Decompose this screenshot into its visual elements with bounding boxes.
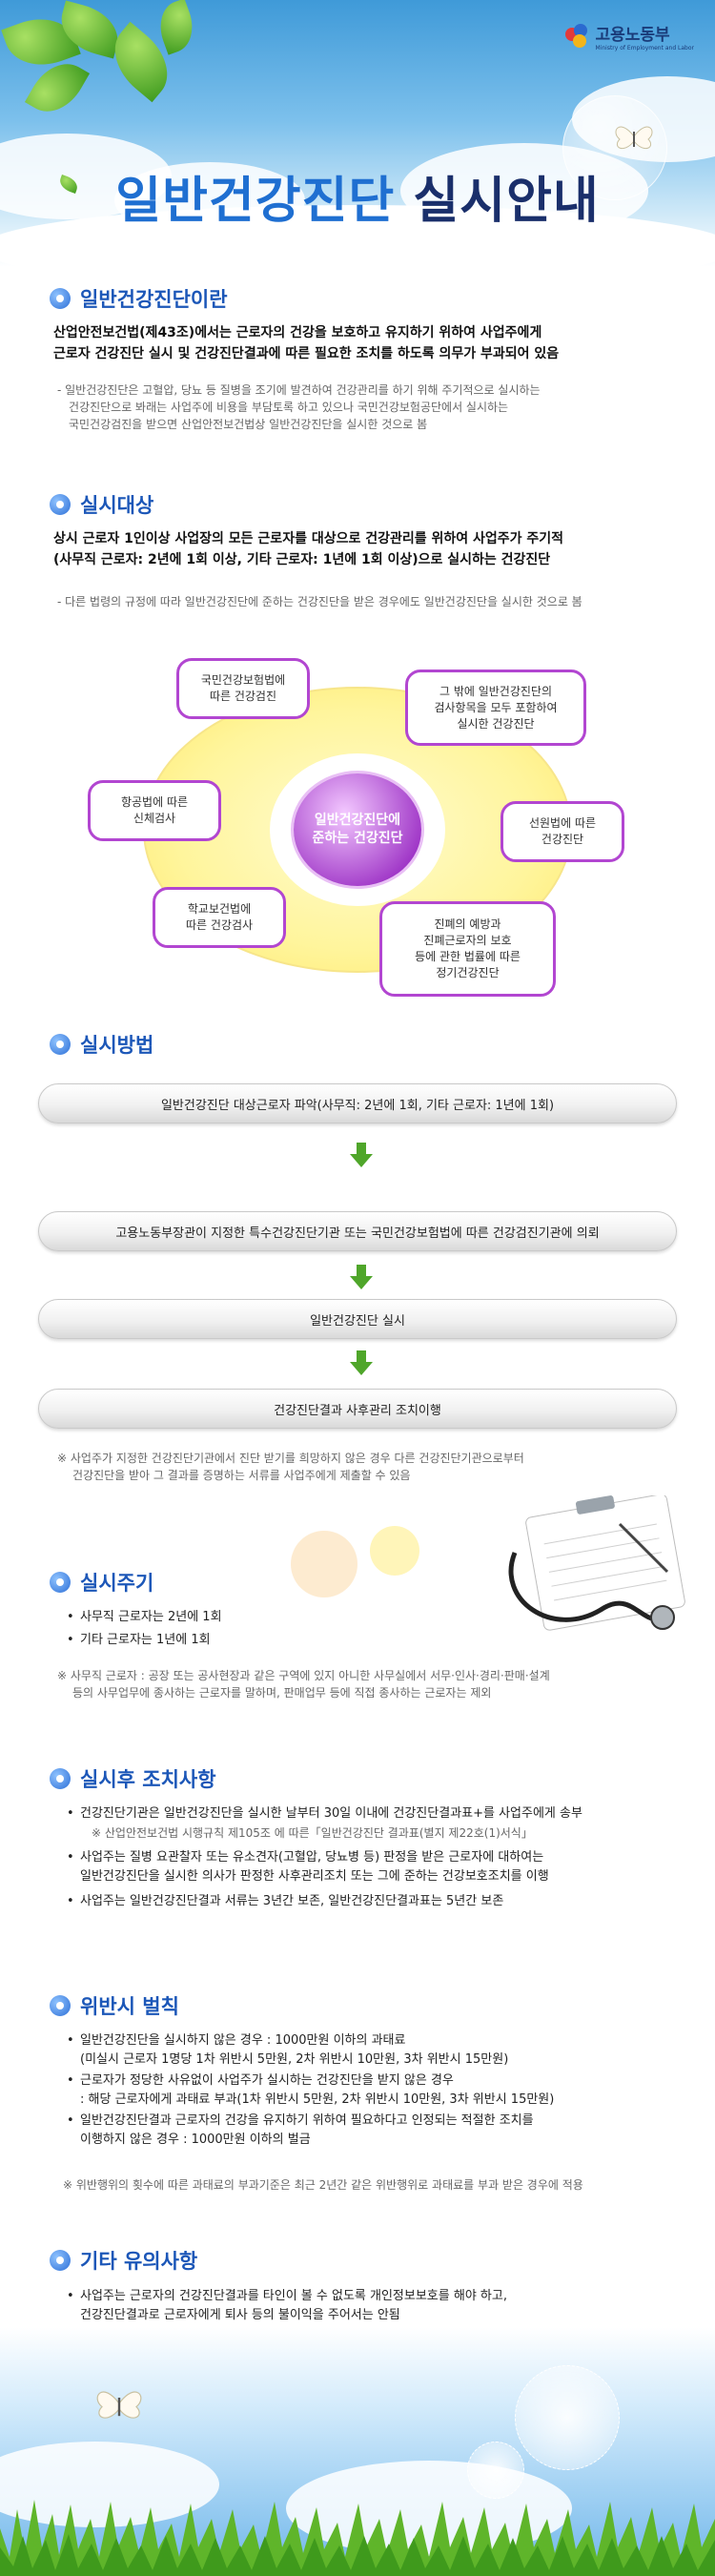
flow-arrow-icon	[350, 1143, 373, 1167]
diagram-center: 일반건강진단에 준하는 건강진단	[270, 753, 445, 906]
lead-line: (사무직 근로자: 2년에 1회 이상, 기타 근로자: 1년에 1회 이상)으…	[53, 552, 551, 567]
butterfly-icon	[615, 126, 653, 150]
lead-line: 근로자 건강진단 실시 및 건강진단결과에 따른 필요한 조치를 하도록 의무가…	[53, 346, 560, 361]
flow-step-3: 일반건강진단 실시	[38, 1299, 677, 1339]
section-heading-penalty: 위반시 벌칙	[50, 1991, 179, 2020]
section-title: 기타 유의사항	[80, 2250, 198, 2273]
flow-step-1: 일반건강진단 대상근로자 파악(사무직: 2년에 1회, 기타 근로자: 1년에…	[38, 1083, 677, 1123]
section-title: 위반시 벌칙	[80, 1995, 179, 2018]
flow-arrow-icon	[350, 1265, 373, 1289]
section-bullet-icon	[50, 1768, 71, 1789]
bubble-decoration	[562, 95, 667, 200]
penalty-list: 일반건강진단을 실시하지 않은 경우 : 1000만원 이하의 과태료 (미실시…	[67, 2031, 681, 2155]
center-line: 준하는 건강진단	[312, 831, 403, 846]
section-bullet-icon	[50, 288, 71, 309]
center-line: 일반건강진단에	[314, 813, 401, 828]
section-heading-other: 기타 유의사항	[50, 2246, 197, 2275]
grass-decoration	[0, 2500, 715, 2576]
note-line: 국민건강검진을 받으면 산업안전보건법상 일반건강진단을 실시한 것으로 봄	[69, 418, 428, 431]
list-item: 사업주는 일반건강진단결과 서류는 3년간 보존, 일반건강진단결과표는 5년간…	[67, 1892, 681, 1911]
page-title-part1: 일반건강진단	[115, 173, 396, 230]
hero-banner: 고용노동부 Ministry of Employment and Labor 일…	[0, 0, 715, 267]
list-subnote: ※ 산업안전보건법 시행규칙 제105조 에 따른「일반건강진단 결과표(별지 …	[92, 1826, 533, 1840]
dandelion-icon	[467, 2442, 524, 2499]
followup-list: 건강진단기관은 일반건강진단을 실시한 날부터 30일 이내에 건강진단결과표+…	[67, 1804, 681, 1917]
section-bullet-icon	[50, 2250, 71, 2271]
section-title: 일반건강진단이란	[80, 288, 228, 311]
cloud-decoration	[0, 205, 715, 267]
circle-decoration	[291, 1531, 358, 1597]
target-lead: 상시 근로자 1인이상 사업장의 모든 근로자를 대상으로 건강관리를 위하여 …	[53, 528, 673, 570]
ministry-logo[interactable]: 고용노동부 Ministry of Employment and Labor	[564, 21, 695, 52]
section-bullet-icon	[50, 494, 71, 515]
list-item: 사업주는 근로자의 건강진단결과를 타인이 볼 수 없도록 개인정보보호를 해야…	[67, 2287, 681, 2325]
list-item: 근로자가 정당한 사유없이 사업주가 실시하는 건강진단을 받지 않은 경우 :…	[67, 2071, 681, 2110]
section-heading-cycle: 실시주기	[50, 1568, 153, 1597]
cycle-note: ※ 사무직 근로자 : 공장 또는 공사현장과 같은 구역에 있지 아니한 사무…	[57, 1669, 550, 1700]
note-line: - 일반건강진단은 고혈압, 당뇨 등 질병을 조기에 발견하여 건강관리를 하…	[57, 383, 541, 397]
leaf-decoration	[152, 0, 201, 55]
section-bullet-icon	[50, 1034, 71, 1055]
note-line: 건강진단으로 봐래는 사업주에 비용을 부담토록 하고 있으나 국민건강보험공단…	[69, 401, 509, 414]
list-item: 사업주는 질병 요관찰자 또는 유소견자(고혈압, 당뇨병 등) 판정을 받은 …	[67, 1848, 681, 1886]
butterfly-icon	[96, 2391, 142, 2419]
section-heading-followup: 실시후 조치사항	[50, 1764, 216, 1793]
lead-line: 산업안전보건법(제43조)에서는 근로자의 건강을 보호하고 유지하기 위하여 …	[53, 325, 542, 340]
page-title-part2: 실시안내	[413, 173, 600, 230]
section-heading-method: 실시방법	[50, 1030, 153, 1059]
section-bullet-icon	[50, 1995, 71, 2016]
list-item: 기타 근로자는 1년에 1회	[67, 1631, 681, 1650]
logo-subtext: Ministry of Employment and Labor	[595, 45, 695, 52]
section-title: 실시주기	[80, 1572, 154, 1595]
flow-step-4: 건강진단결과 사후관리 조치이행	[38, 1389, 677, 1429]
list-item: 사무직 근로자는 2년에 1회	[67, 1608, 681, 1627]
list-item: 일반건강진단결과 근로자의 건강을 유지하기 위하여 필요하다고 인정되는 적절…	[67, 2112, 681, 2150]
flow-arrow-icon	[350, 1350, 373, 1375]
logo-text: 고용노동부	[595, 26, 670, 45]
section-title: 실시방법	[80, 1034, 154, 1057]
penalty-note: ※ 위반행위의 횟수에 따른 과태료의 부과기준은 최근 2년간 같은 위반행위…	[63, 2178, 583, 2192]
diagram-center-label: 일반건강진단에 준하는 건강진단	[294, 773, 421, 886]
target-note: - 다른 법령의 규정에 따라 일반건강진단에 준하는 건강진단을 받은 경우에…	[57, 595, 582, 608]
lead-line: 상시 근로자 1인이상 사업장의 모든 근로자를 대상으로 건강관리를 위하여 …	[53, 531, 564, 546]
page-title: 일반건강진단 실시안내	[0, 160, 715, 232]
section-heading-definition: 일반건강진단이란	[50, 284, 228, 313]
logo-mark-icon	[564, 24, 590, 49]
list-item: 일반건강진단을 실시하지 않은 경우 : 1000만원 이하의 과태료 (미실시…	[67, 2031, 681, 2070]
section-title: 실시후 조치사항	[80, 1768, 216, 1791]
definition-lead: 산업안전보건법(제43조)에서는 근로자의 건강을 보호하고 유지하기 위하여 …	[53, 322, 673, 364]
other-list: 사업주는 근로자의 건강진단결과를 타인이 볼 수 없도록 개인정보보호를 해야…	[67, 2287, 681, 2331]
method-note: ※ 사업주가 지정한 건강진단기관에서 진단 받기를 희망하지 않은 경우 다른…	[57, 1452, 524, 1482]
circle-decoration	[370, 1526, 419, 1576]
flow-step-2: 고용노동부장관이 지정한 특수건강진단기관 또는 국민건강보험법에 따른 건강검…	[38, 1211, 677, 1251]
cycle-list: 사무직 근로자는 2년에 1회 기타 근로자는 1년에 1회	[67, 1608, 681, 1656]
dandelion-icon	[515, 2365, 620, 2470]
section-bullet-icon	[50, 1572, 71, 1593]
section-heading-target: 실시대상	[50, 490, 153, 519]
section-title: 실시대상	[80, 494, 154, 517]
footer-decoration	[0, 2327, 715, 2576]
list-item: 건강진단기관은 일반건강진단을 실시한 날부터 30일 이내에 건강진단결과표+…	[67, 1804, 681, 1843]
definition-note: - 일반건강진단은 고혈압, 당뇨 등 질병을 조기에 발견하여 건강관리를 하…	[57, 381, 677, 433]
